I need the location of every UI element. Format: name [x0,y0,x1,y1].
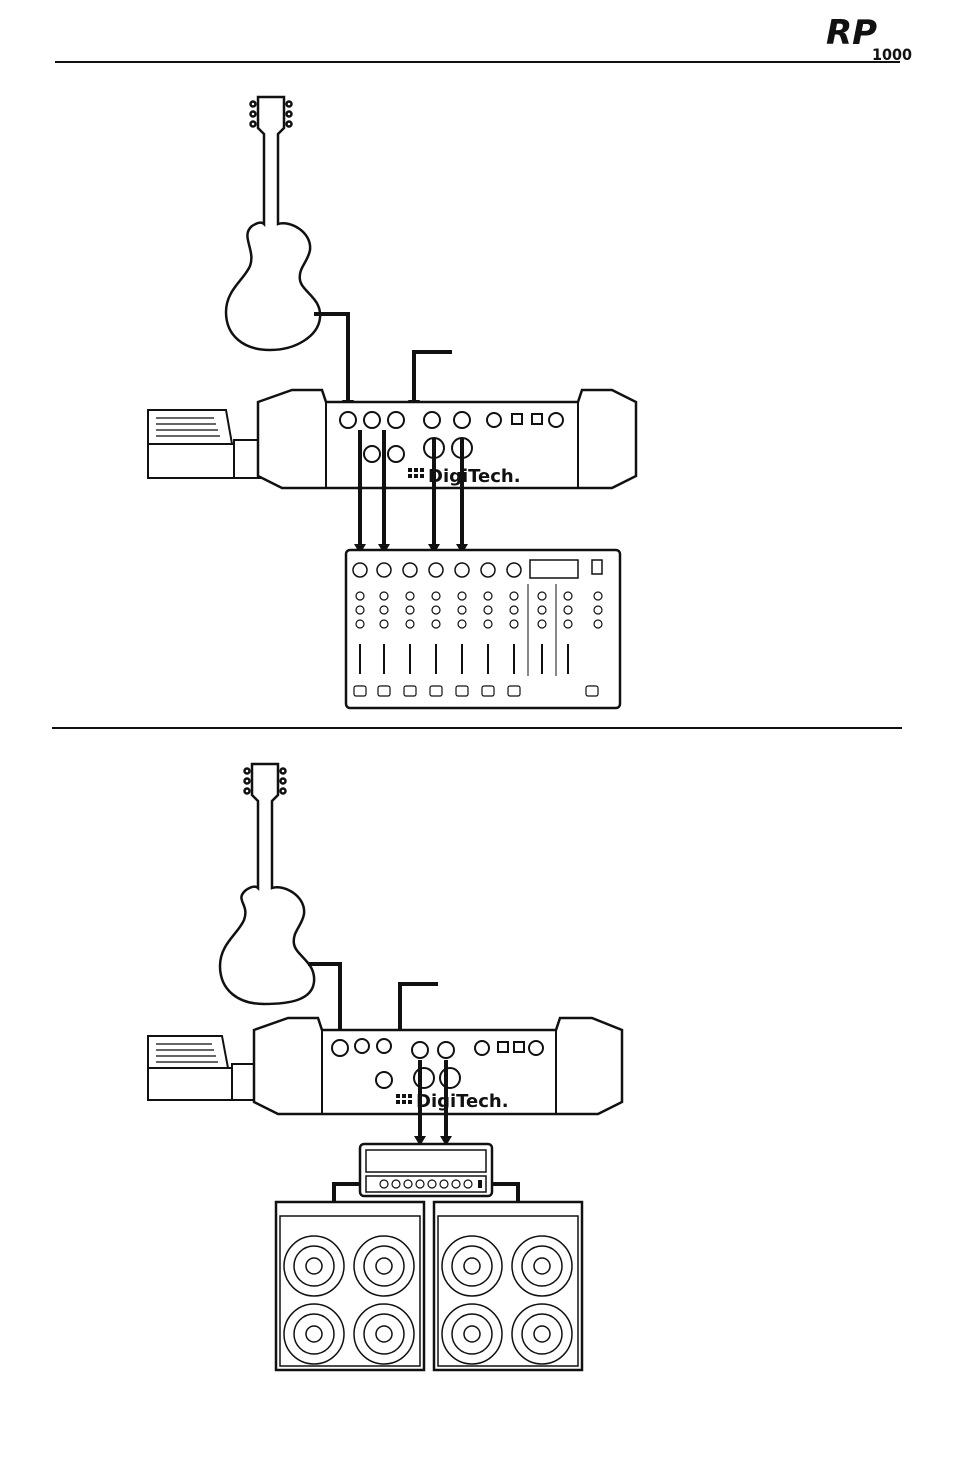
rp1000-logo: RP 1000 [826,13,912,64]
speaker-cabinet-right [434,1202,582,1370]
unit-brand: DigiTech. [416,1091,509,1112]
power-cable [414,352,452,400]
rp1000-unit: DigiTech. [258,390,636,488]
figure-amp-setup: DigiTech. [148,764,622,1370]
mixing-console [346,550,620,708]
expression-pedal [148,1036,260,1100]
rp1000-unit: DigiTech. [254,1018,622,1114]
guitar [226,97,320,350]
speaker-cabinet-left [276,1202,424,1370]
guitar [220,764,314,1004]
guitar-cable [314,314,348,400]
unit-brand: DigiTech. [428,466,521,487]
figure-mixer-setup: DigiTech. [148,97,636,708]
amplifier-head [360,1144,492,1196]
expression-pedal [148,410,264,478]
power-cable [400,984,438,1030]
logo-main-text: RP [826,13,877,53]
